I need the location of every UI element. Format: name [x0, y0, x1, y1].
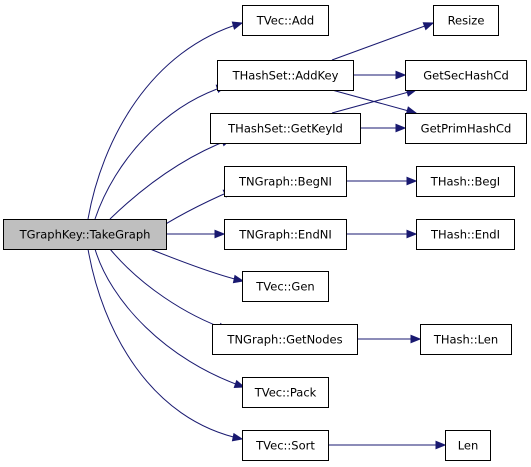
edge-take-graph-to-tvec-gen — [149, 248, 245, 284]
node-tvec-gen[interactable]: TVec::Gen — [242, 271, 329, 302]
edge-line — [331, 22, 434, 61]
node-label: THash::Len — [433, 333, 498, 347]
arrowhead-icon — [406, 176, 418, 186]
node-label: THashSet::GetKeyId — [227, 122, 343, 136]
edge-line — [87, 22, 243, 220]
edge-tvec-sort-to-len — [328, 440, 447, 450]
node-thashset-getkeyid[interactable]: THashSet::GetKeyId — [210, 113, 361, 144]
node-box[interactable] — [217, 60, 354, 91]
node-box[interactable] — [416, 219, 515, 250]
node-box[interactable] — [242, 5, 329, 36]
node-label: GetSecHashCd — [423, 69, 509, 83]
node-box[interactable] — [242, 377, 329, 408]
node-tvec-add[interactable]: TVec::Add — [242, 5, 329, 36]
node-box[interactable] — [210, 113, 361, 144]
edge-take-graph-to-tvec-sort — [87, 248, 244, 442]
edge-take-graph-to-tvec-pack — [94, 248, 246, 389]
node-box[interactable] — [420, 324, 512, 355]
node-resize[interactable]: Resize — [433, 5, 499, 36]
arrowhead-icon — [214, 229, 226, 239]
arrowhead-icon — [406, 229, 418, 239]
arrowhead-icon — [410, 334, 422, 344]
node-box[interactable] — [224, 166, 347, 197]
node-label: TVec::Sort — [255, 439, 315, 453]
edge-tngraph-getnodes-to-thash-len — [357, 334, 422, 344]
arrowhead-icon — [232, 274, 245, 284]
edge-take-graph-to-thashset-addkey — [94, 84, 228, 220]
node-label: Len — [458, 439, 479, 453]
arrowhead-icon — [231, 21, 244, 30]
node-box[interactable] — [433, 5, 499, 36]
edge-take-graph-to-thashset-getkeyid — [109, 138, 233, 220]
edge-thashset-getkeyid-to-getprimhashcd — [360, 123, 407, 133]
edge-line — [109, 138, 232, 220]
arrowhead-icon — [435, 440, 447, 450]
edge-thashset-addkey-to-getsechashcd — [353, 70, 407, 80]
node-getsechashcd[interactable]: GetSecHashCd — [405, 60, 527, 91]
arrowhead-icon — [395, 70, 407, 80]
node-label: THashSet::AddKey — [232, 69, 339, 83]
node-label: TNGraph::GetNodes — [226, 333, 342, 347]
node-label: TNGraph::BegNI — [238, 175, 332, 189]
arrowhead-icon — [231, 432, 244, 442]
node-box[interactable] — [405, 60, 527, 91]
edge-line — [94, 85, 227, 220]
arrowhead-icon — [395, 123, 407, 133]
node-box[interactable] — [405, 113, 527, 144]
node-tvec-pack[interactable]: TVec::Pack — [242, 377, 329, 408]
node-label: TVec::Add — [256, 14, 314, 28]
edge-line — [331, 89, 417, 114]
edge-line — [87, 248, 243, 440]
node-thash-endi[interactable]: THash::EndI — [416, 219, 515, 250]
node-label: THash::EndI — [430, 228, 500, 242]
edge-take-graph-to-tngraph-getnodes — [109, 248, 230, 331]
node-label: TVec::Gen — [255, 280, 314, 294]
node-tvec-sort[interactable]: TVec::Sort — [242, 430, 329, 461]
node-label: THash::BegI — [430, 175, 500, 189]
node-thashset-addkey[interactable]: THashSet::AddKey — [217, 60, 354, 91]
node-box[interactable] — [3, 219, 167, 250]
node-tngraph-endni[interactable]: TNGraph::EndNI — [224, 219, 347, 250]
node-label: TVec::Pack — [254, 386, 317, 400]
node-box[interactable] — [445, 430, 491, 461]
node-box[interactable] — [212, 324, 358, 355]
edge-tngraph-begni-to-thash-begi — [346, 176, 418, 186]
node-tngraph-getnodes[interactable]: TNGraph::GetNodes — [212, 324, 358, 355]
node-label: GetPrimHashCd — [421, 122, 512, 136]
arrowhead-icon — [422, 22, 435, 31]
node-len[interactable]: Len — [445, 430, 491, 461]
node-box[interactable] — [416, 166, 515, 197]
call-graph-nodes: TGraphKey::TakeGraph TVec::AddTHashSet::A… — [3, 5, 527, 461]
node-box[interactable] — [224, 219, 347, 250]
node-tngraph-begni[interactable]: TNGraph::BegNI — [224, 166, 347, 197]
node-getprimhashcd[interactable]: GetPrimHashCd — [405, 113, 527, 144]
node-thash-begi[interactable]: THash::BegI — [416, 166, 515, 197]
arrowhead-icon — [233, 379, 246, 389]
edge-take-graph-to-tvec-add — [87, 21, 244, 220]
node-thash-len[interactable]: THash::Len — [420, 324, 512, 355]
node-box[interactable] — [242, 430, 329, 461]
edge-line — [109, 248, 229, 331]
edge-tngraph-endni-to-thash-endi — [346, 229, 418, 239]
node-label: TNGraph::EndNI — [238, 228, 332, 242]
node-label: TGraphKey::TakeGraph — [19, 228, 151, 242]
node-take-graph[interactable]: TGraphKey::TakeGraph — [3, 219, 167, 250]
edge-take-graph-to-tngraph-endni — [166, 229, 226, 239]
edge-line — [149, 248, 244, 282]
edge-thashset-addkey-to-resize — [331, 22, 435, 61]
node-box[interactable] — [242, 271, 329, 302]
node-label: Resize — [448, 14, 485, 28]
edge-line — [94, 248, 245, 388]
